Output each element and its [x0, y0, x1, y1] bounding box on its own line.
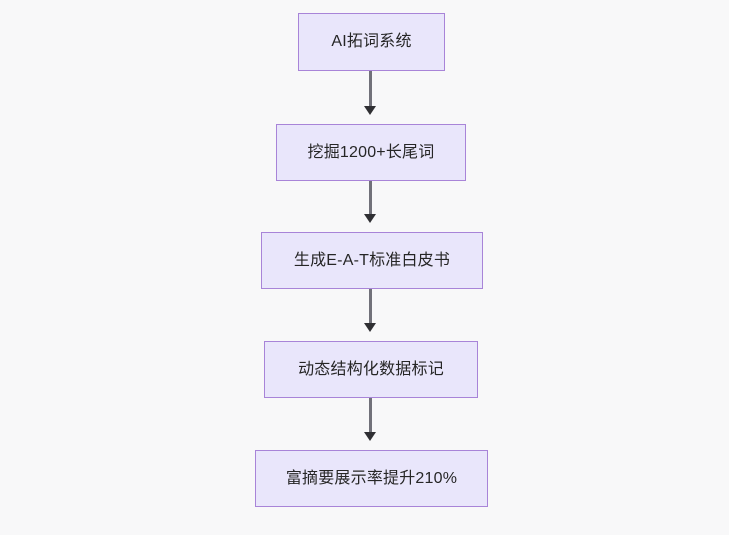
flow-node-dynamic-structured-data-markup[interactable]: 动态结构化数据标记 — [264, 341, 478, 398]
flow-node-generate-eat-whitepaper[interactable]: 生成E-A-T标准白皮书 — [261, 232, 483, 289]
arrowhead-node3-node4 — [363, 323, 376, 332]
flow-node-label: AI拓词系统 — [331, 33, 412, 51]
flow-node-label: 富摘要展示率提升210% — [285, 469, 458, 487]
flow-node-mine-longtail-keywords[interactable]: 挖掘1200+长尾词 — [276, 124, 466, 181]
connector-node2-node3 — [368, 181, 372, 215]
arrowhead-node4-node5 — [363, 432, 376, 441]
connector-node4-node5 — [368, 398, 372, 433]
flow-node-ai-keyword-system[interactable]: AI拓词系统 — [298, 13, 445, 71]
flow-node-label: 动态结构化数据标记 — [298, 360, 444, 378]
flow-node-label: 生成E-A-T标准白皮书 — [293, 251, 451, 269]
connector-node1-node2 — [368, 71, 372, 107]
flow-node-label: 挖掘1200+长尾词 — [307, 143, 435, 161]
flow-node-rich-snippet-impression-lift[interactable]: 富摘要展示率提升210% — [255, 450, 488, 507]
arrowhead-node1-node2 — [363, 106, 376, 115]
arrowhead-node2-node3 — [363, 214, 376, 223]
connector-node3-node4 — [368, 289, 372, 324]
